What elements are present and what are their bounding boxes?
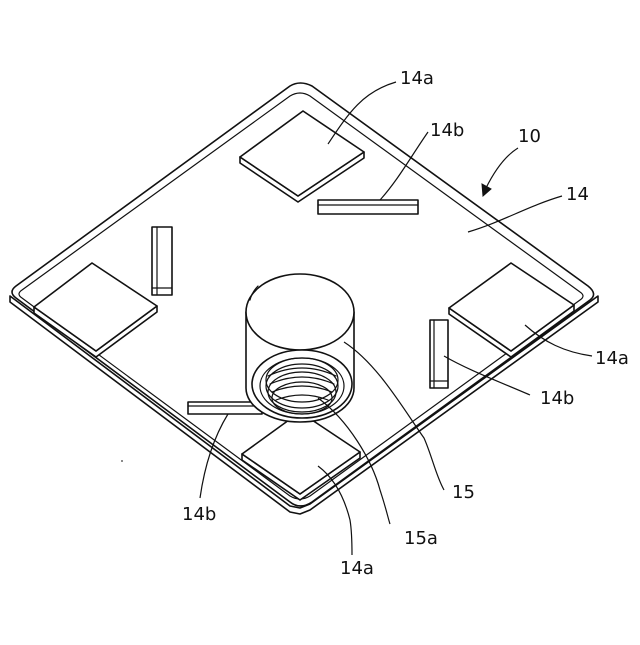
label-14a-top: 14a xyxy=(400,68,434,89)
rib-right-vertical xyxy=(430,320,448,388)
speck xyxy=(121,460,123,462)
label-14: 14 xyxy=(566,184,589,205)
label-14b-top: 14b xyxy=(430,120,464,141)
label-14b-right: 14b xyxy=(540,388,574,409)
rib-top xyxy=(318,200,418,214)
rib-bottom xyxy=(188,402,262,414)
boss xyxy=(246,274,354,422)
label-14a-right: 14a xyxy=(595,348,629,369)
label-14a-bottom: 14a xyxy=(340,558,374,579)
label-15: 15 xyxy=(452,482,475,503)
rib-left-vertical xyxy=(152,227,172,295)
assembly-arrow xyxy=(482,148,518,196)
label-15a: 15a xyxy=(404,528,438,549)
label-10: 10 xyxy=(518,126,541,147)
label-14b-left: 14b xyxy=(182,504,216,525)
